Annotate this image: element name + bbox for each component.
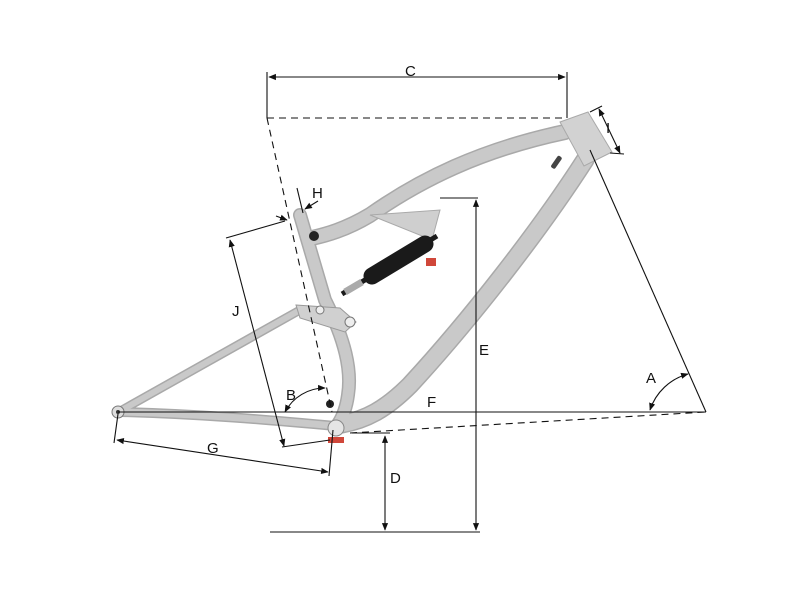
j-extension-top — [225, 220, 286, 239]
g-extension-right — [328, 429, 334, 477]
pivot-bolt — [344, 316, 356, 328]
angle-b-arc — [284, 384, 326, 413]
label-j: J — [232, 303, 240, 320]
label-d: D — [390, 470, 401, 487]
bb-accent — [328, 437, 344, 443]
bike-frame — [111, 111, 613, 443]
seat-axis-dashed — [266, 117, 333, 413]
dimension-i-line — [598, 108, 621, 154]
dimension-lines — [113, 72, 707, 533]
label-b: B — [286, 387, 296, 404]
label-c: C — [405, 63, 416, 80]
down-tube — [334, 152, 593, 432]
dimension-labels: C I H J E A B F G D — [207, 63, 656, 487]
dimension-j-line — [228, 239, 286, 447]
j-extension-bottom — [281, 439, 331, 448]
h-arrow-left — [275, 214, 288, 221]
pivot-bolt — [309, 231, 319, 241]
label-h: H — [312, 185, 323, 202]
label-g: G — [207, 440, 219, 457]
i-extension-top — [589, 105, 603, 113]
dimension-g-line — [116, 437, 329, 475]
i-extension-bottom — [609, 152, 625, 155]
bb-ground-dashed — [349, 411, 707, 434]
cable-port — [551, 155, 562, 169]
g-extension-left — [113, 413, 119, 444]
seat-stay — [119, 307, 303, 413]
label-i: I — [606, 120, 610, 137]
head-axis-line — [589, 149, 707, 413]
h-extension — [296, 187, 304, 214]
top-tube — [305, 125, 572, 245]
rear-shock — [340, 233, 439, 297]
shock-mount — [369, 209, 441, 241]
pivot-bolt — [315, 305, 325, 315]
label-e: E — [479, 342, 489, 359]
label-a: A — [646, 370, 656, 387]
bottom-bracket — [327, 419, 345, 437]
angle-a-arc — [649, 372, 689, 411]
h-arrow-right — [304, 200, 319, 210]
shock-dial — [426, 258, 436, 266]
label-f: F — [427, 394, 436, 411]
